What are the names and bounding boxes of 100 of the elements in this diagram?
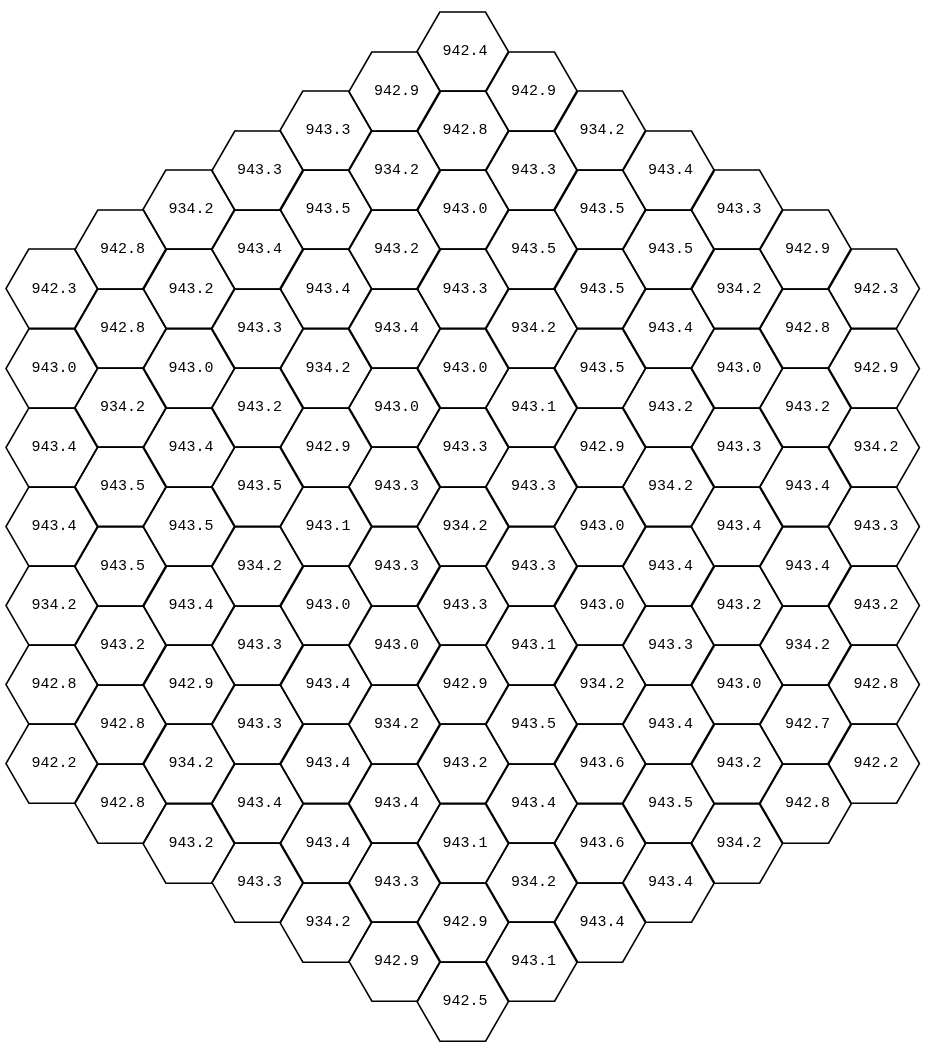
- value-text: 934.2: [237, 557, 282, 575]
- value-text: 943.4: [237, 240, 282, 258]
- value-text: 934.2: [853, 438, 899, 456]
- value-text: 934.2: [579, 676, 625, 694]
- value-text: 943.3: [442, 438, 488, 456]
- value-text: 943.0: [579, 518, 625, 535]
- value-text: 943.5: [237, 478, 282, 496]
- value-text: 942.5: [442, 992, 488, 1010]
- value-text: 943.0: [374, 399, 419, 417]
- value-text: 943.4: [785, 478, 830, 496]
- value-text: 942.8: [785, 795, 830, 813]
- value-text: 943.1: [511, 953, 556, 971]
- value-text: 943.4: [579, 913, 625, 931]
- value-text: 934.2: [305, 913, 351, 931]
- value-text: 942.8: [100, 320, 145, 338]
- value-text: 942.9: [168, 676, 214, 694]
- value-text: 942.9: [853, 359, 899, 377]
- value-text: 943.3: [374, 557, 419, 575]
- value-text: 943.0: [442, 359, 488, 377]
- value-text: 943.0: [305, 597, 351, 615]
- value-text: 942.8: [785, 320, 830, 338]
- value-text: 934.2: [168, 201, 214, 219]
- value-text: 942.9: [579, 438, 625, 456]
- value-text: 943.3: [305, 122, 351, 140]
- value-text: 942.9: [442, 913, 488, 931]
- value-text: 943.1: [442, 834, 488, 852]
- value-text: 943.2: [716, 755, 762, 773]
- value-text: 943.3: [374, 478, 419, 496]
- value-text: 934.2: [579, 122, 625, 140]
- value-text: 943.0: [31, 359, 77, 377]
- value-text: 943.4: [168, 438, 214, 456]
- value-text: 934.2: [100, 399, 145, 417]
- value-text: 943.4: [305, 676, 351, 694]
- value-text: 943.0: [168, 359, 214, 377]
- value-text: 943.2: [237, 399, 282, 417]
- value-text: 942.8: [100, 240, 145, 258]
- value-text: 943.2: [442, 755, 488, 773]
- value-text: 934.2: [305, 359, 351, 377]
- value-text: 943.4: [511, 795, 556, 813]
- value-text: 943.3: [237, 320, 282, 338]
- value-text: 943.4: [648, 557, 693, 575]
- value-text: 934.2: [716, 834, 762, 852]
- value-text: 942.2: [31, 755, 77, 773]
- value-text: 943.6: [579, 834, 625, 852]
- value-text: 942.8: [100, 795, 145, 813]
- value-text: 943.3: [716, 438, 762, 456]
- value-text: 942.3: [853, 280, 899, 298]
- value-text: 934.2: [785, 636, 830, 654]
- value-text: 943.4: [168, 597, 214, 615]
- value-text: 943.3: [237, 636, 282, 654]
- value-text: 943.3: [442, 597, 488, 615]
- value-text: 943.5: [305, 201, 351, 219]
- value-text: 943.4: [31, 438, 77, 456]
- value-text: 942.8: [31, 676, 77, 694]
- value-text: 943.4: [785, 557, 830, 575]
- value-text: 943.0: [374, 636, 419, 654]
- value-text: 943.6: [579, 755, 625, 773]
- value-text: 934.2: [511, 874, 556, 892]
- value-text: 943.3: [648, 636, 693, 654]
- value-text: 943.3: [511, 478, 556, 496]
- value-text: 943.5: [511, 240, 556, 258]
- value-text: 943.2: [785, 399, 830, 417]
- value-text: 942.8: [442, 122, 488, 140]
- value-text: 943.4: [305, 280, 351, 298]
- value-text: 943.3: [853, 518, 899, 535]
- value-text: 943.2: [716, 597, 762, 615]
- value-text: 934.2: [442, 518, 488, 535]
- value-text: 943.0: [579, 597, 625, 615]
- value-text: 943.5: [100, 557, 145, 575]
- value-text: 943.4: [374, 795, 419, 813]
- value-text: 943.4: [305, 755, 351, 773]
- value-text: 943.4: [31, 518, 77, 535]
- value-text: 934.2: [168, 755, 214, 773]
- value-text: 943.4: [305, 834, 351, 852]
- value-text: 942.8: [100, 715, 145, 733]
- value-text: 942.9: [305, 438, 351, 456]
- value-text: 943.1: [511, 399, 556, 417]
- value-text: 943.2: [100, 636, 145, 654]
- value-text: 943.0: [716, 359, 762, 377]
- value-text: 943.4: [648, 715, 693, 733]
- value-text: 934.2: [374, 161, 419, 179]
- value-text: 943.4: [237, 795, 282, 813]
- value-text: 943.5: [511, 715, 556, 733]
- value-text: 943.5: [579, 359, 625, 377]
- value-text: 943.2: [168, 834, 214, 852]
- value-text: 943.3: [374, 874, 419, 892]
- value-text: 943.2: [853, 597, 899, 615]
- value-text: 943.4: [374, 320, 419, 338]
- value-text: 943.5: [648, 795, 693, 813]
- value-text: 942.9: [442, 676, 488, 694]
- value-text: 943.0: [716, 676, 762, 694]
- value-text: 943.5: [168, 518, 214, 535]
- value-text: 942.9: [511, 82, 556, 100]
- value-text: 942.4: [442, 43, 488, 61]
- value-text: 942.8: [853, 676, 899, 694]
- value-text: 934.2: [648, 478, 693, 496]
- value-text: 943.4: [648, 161, 693, 179]
- value-text: 943.1: [511, 636, 556, 654]
- value-text: 943.3: [237, 715, 282, 733]
- value-text: 942.2: [853, 755, 899, 773]
